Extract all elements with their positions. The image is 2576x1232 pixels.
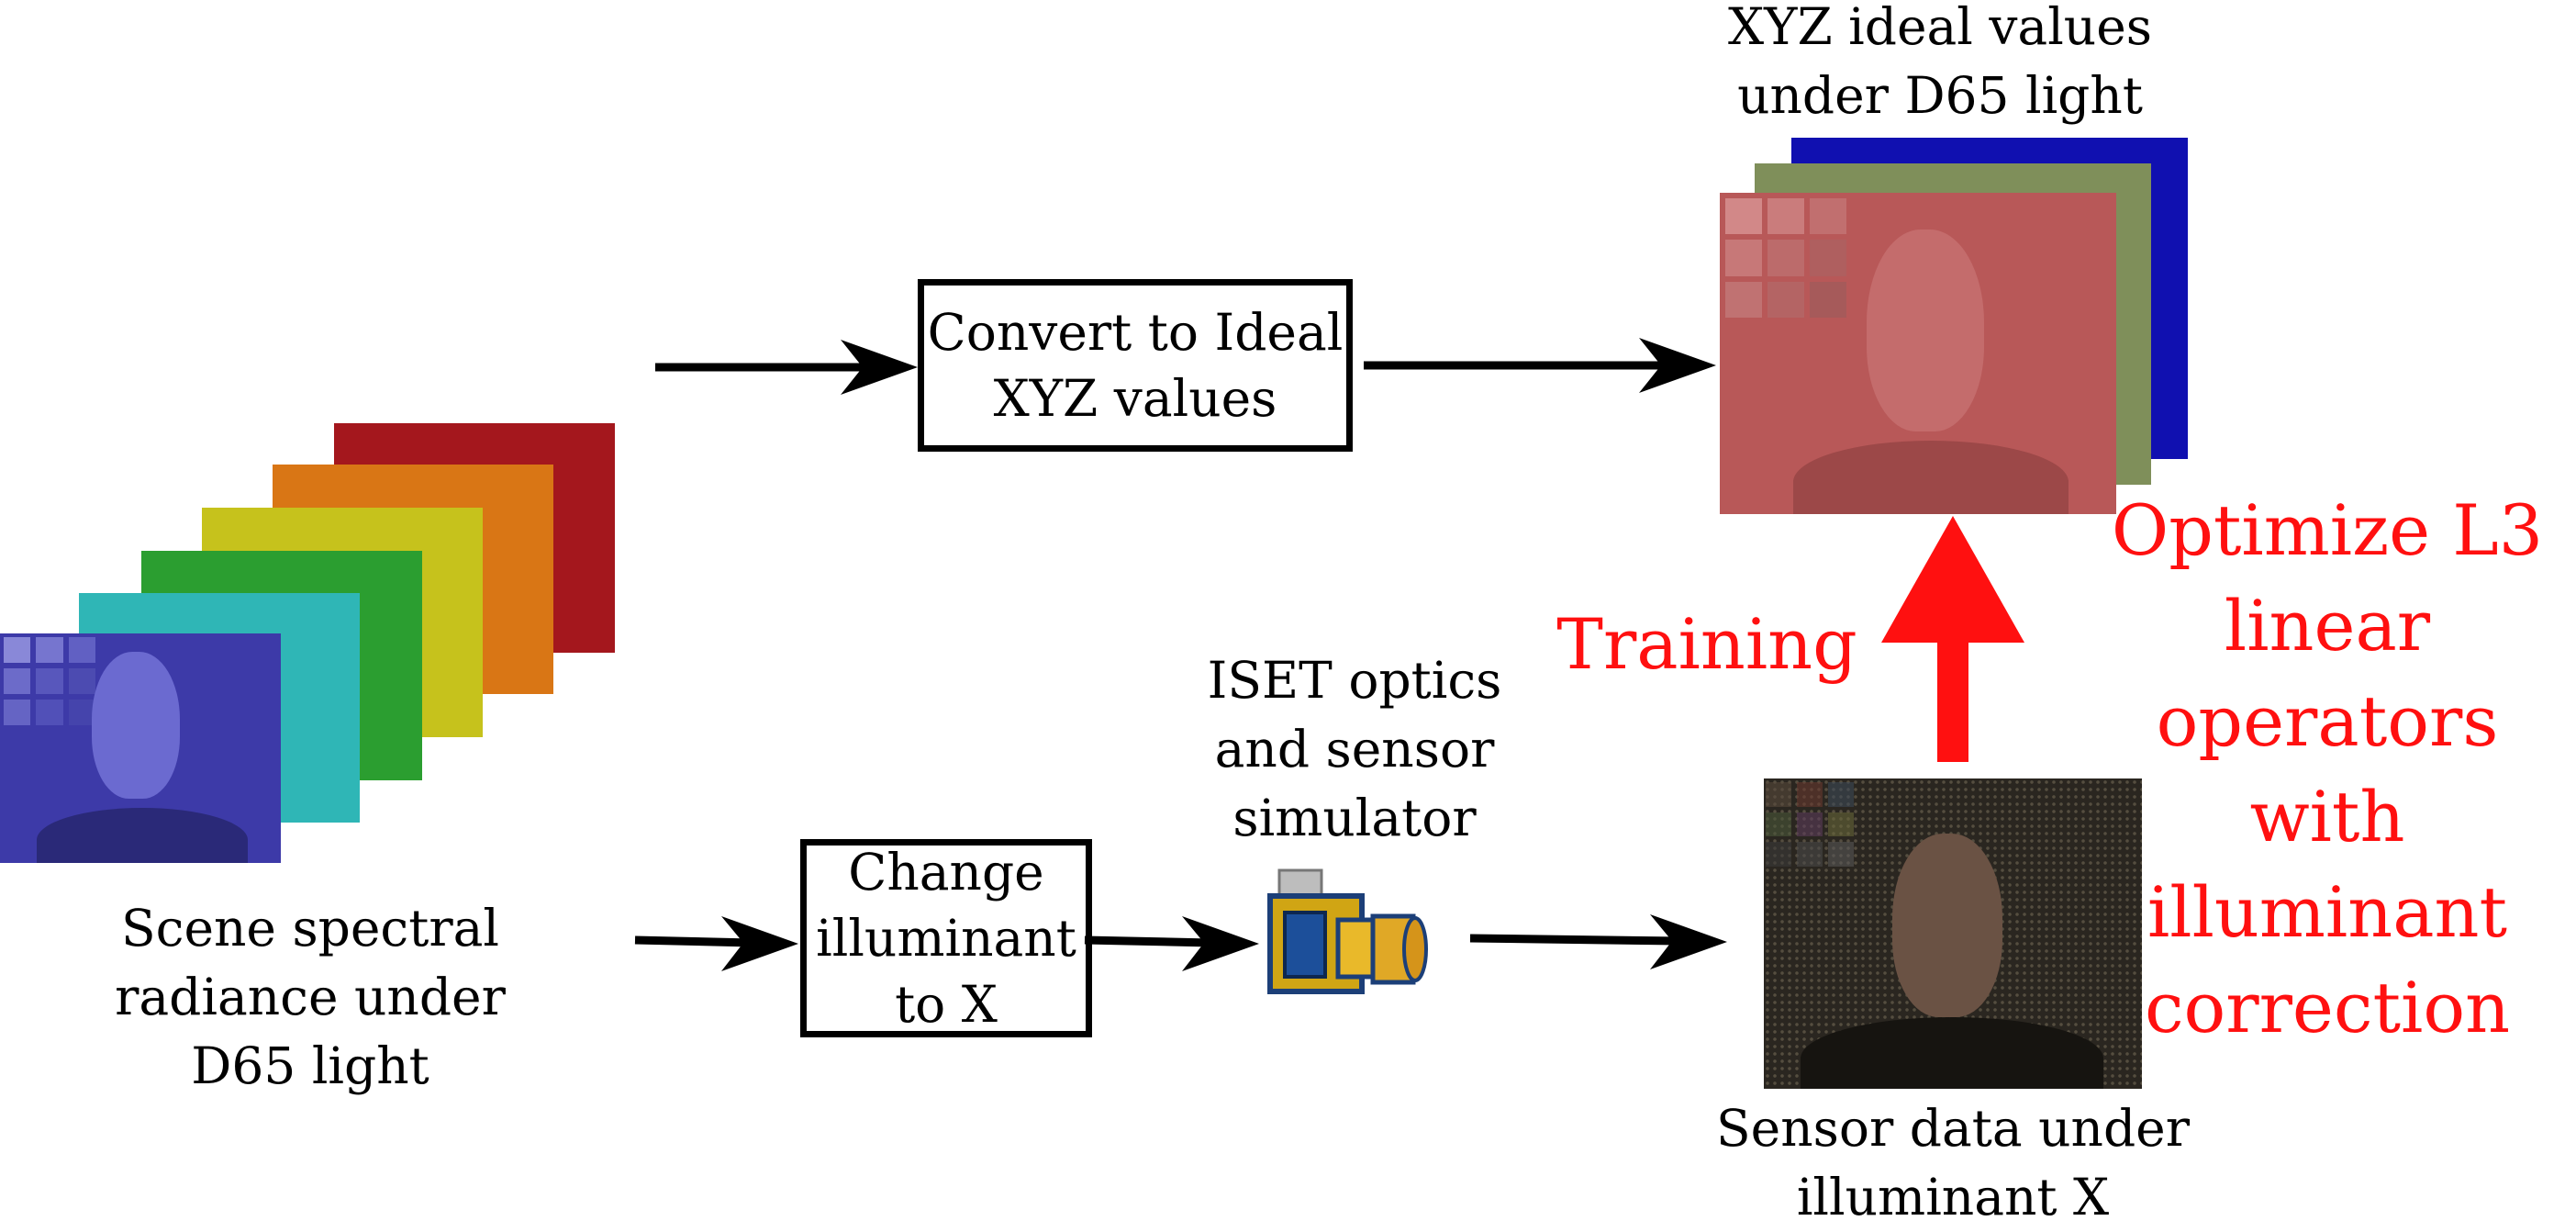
arrow-to-camera [1084, 916, 1259, 971]
scene-layer-blue [0, 633, 281, 863]
training-arrow [1881, 516, 2024, 762]
convert-box: Convert to Ideal XYZ values [918, 279, 1353, 452]
shoulders [1793, 441, 2069, 514]
scene-label: Scene spectral radiance under D65 light [115, 899, 506, 1095]
arrow-to-convert [655, 340, 918, 395]
face-image [1867, 230, 1984, 431]
training-label: Training [1556, 603, 1857, 685]
color-checker-chart [4, 637, 95, 725]
arrow-to-xyz [1364, 338, 1716, 393]
optimize-label: Optimize L3 linear operators with illumi… [2111, 489, 2544, 1048]
camera-icon [1265, 859, 1433, 1006]
xyz-layer-x [1720, 193, 2116, 514]
color-checker-chart [1766, 782, 1854, 867]
face-image [1892, 834, 2002, 1017]
face-image [92, 652, 180, 799]
color-checker-chart [1725, 198, 1846, 318]
arrow-to-sensor-data [1469, 914, 1727, 969]
shoulders [37, 808, 248, 863]
xyz-label: XYZ ideal values under D65 light [1727, 0, 2153, 125]
sensor-data-image [1764, 778, 2142, 1089]
iset-label: ISET optics and sensor simulator [1207, 651, 1502, 847]
arrow-to-change-illuminant [634, 916, 798, 971]
shoulders [1801, 1017, 2103, 1089]
